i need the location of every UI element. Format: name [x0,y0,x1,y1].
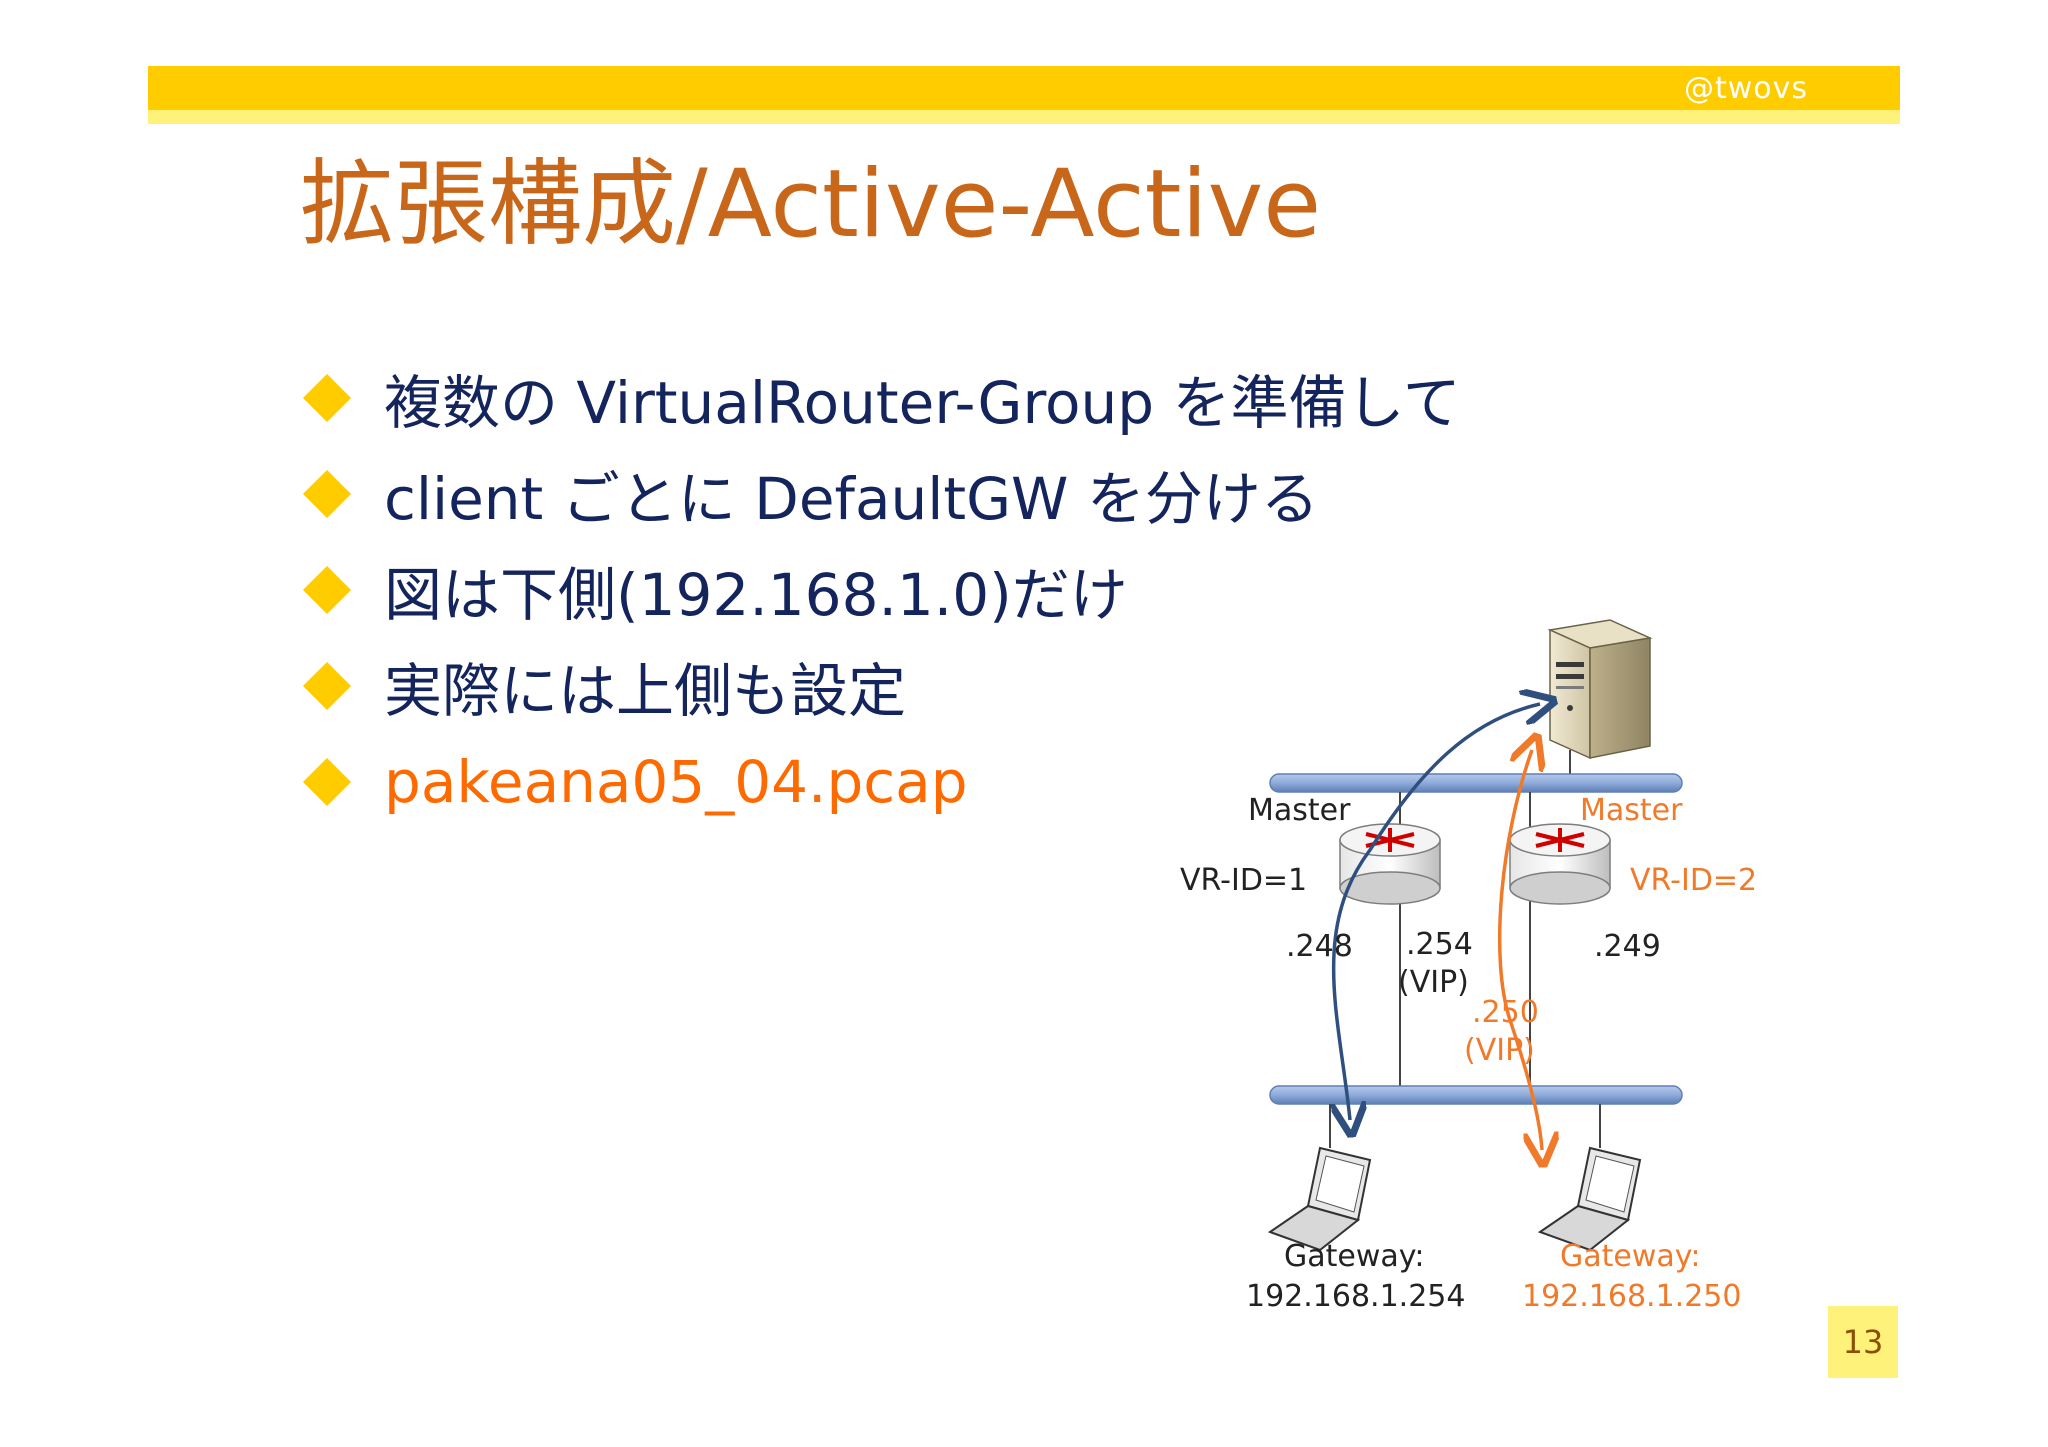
right-router-vip: .250 [1472,995,1539,1030]
right-router-role: Master [1580,793,1683,828]
diamond-bullet-icon [302,661,352,711]
right-client-gateway-label: Gateway: [1560,1239,1700,1274]
left-router-role: Master [1248,793,1351,828]
left-router-vip: .254 [1406,927,1473,962]
slide-title: 拡張構成/Active-Active [300,150,1322,259]
right-router-ip: .249 [1594,929,1661,964]
bullet-text: 複数の VirtualRouter-Group を準備して [384,369,1461,437]
orange-traffic-path [1497,750,1542,1150]
author-handle: @twovs [1683,71,1808,106]
right-router-vrid: VR-ID=2 [1630,863,1757,898]
diamond-bullet-icon [302,469,352,519]
diamond-bullet-icon [302,757,352,807]
left-laptop-icon [1267,1146,1372,1252]
left-router-vip-label: (VIP) [1398,965,1469,1000]
left-client-gateway-label: Gateway: [1284,1239,1424,1274]
bullet-text: client ごとに DefaultGW を分ける [384,465,1319,533]
left-router-ip: .248 [1286,929,1353,964]
blue-traffic-path [1334,704,1540,1120]
bullet-text: 図は下側(192.168.1.0)だけ [384,561,1128,629]
header-bar-underline [148,110,1900,124]
bullet-text-pcap: pakeana05_04.pcap [384,748,968,816]
vrrp-network-diagram: Master VR-ID=1 .248 .254 (VIP) Master VR… [1180,619,1757,1314]
left-router-vrid: VR-ID=1 [1180,863,1307,898]
header-bar [148,66,1900,110]
bullet-item: 複数の VirtualRouter-Group を準備して [300,350,1461,446]
diamond-bullet-icon [302,565,352,615]
server-icon [1547,619,1653,776]
left-router-icon [1339,823,1441,905]
upper-network-segment [1269,773,1683,793]
bullet-item: client ごとに DefaultGW を分ける [300,446,1461,542]
bullet-text: 実際には上側も設定 [384,657,907,725]
diamond-bullet-icon [302,373,352,423]
bullet-item: 図は下側(192.168.1.0)だけ [300,542,1461,638]
lower-network-segment [1269,1085,1683,1105]
right-laptop-icon [1537,1146,1642,1252]
right-client-gateway-ip: 192.168.1.250 [1522,1279,1741,1314]
bullet-list: 複数の VirtualRouter-Group を準備して client ごとに… [300,350,1461,830]
left-client-gateway-ip: 192.168.1.254 [1246,1279,1465,1314]
bullet-item: 実際には上側も設定 [300,638,1461,734]
bullet-item-pcap: pakeana05_04.pcap [300,734,1461,830]
page-number: 13 [1828,1306,1898,1378]
right-router-icon [1509,823,1611,905]
right-router-vip-label: (VIP) [1464,1033,1535,1068]
